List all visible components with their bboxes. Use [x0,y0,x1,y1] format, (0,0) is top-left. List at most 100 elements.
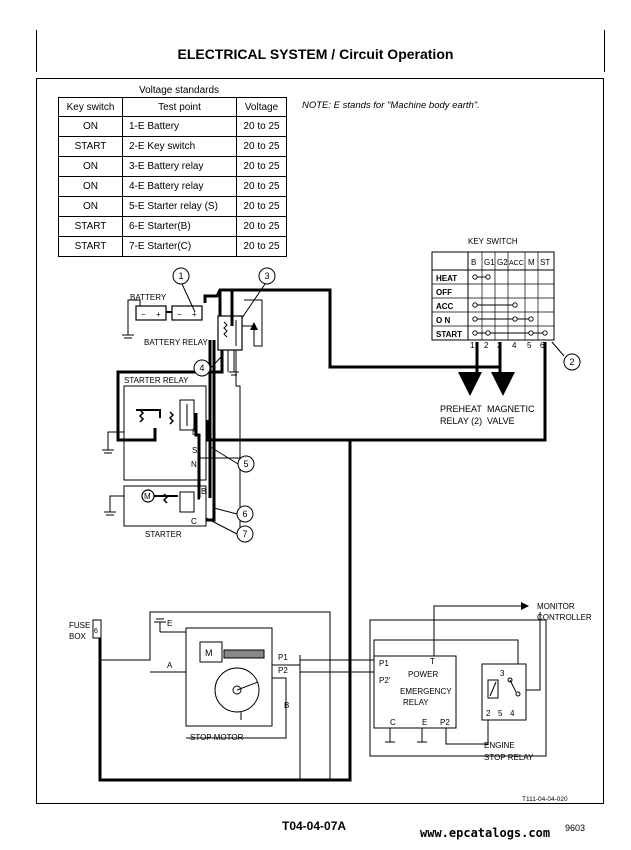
starter-relay-term-s: S [192,446,197,455]
engine-stop-relay [373,612,541,721]
callout-numbers: 1 2 3 4 5 6 7 [178,271,574,539]
magnetic-valve-label-1: MAGNETIC [487,404,535,414]
diagram-frame [36,78,604,804]
figure-reference: T111-04-04-020 [522,796,568,803]
ks-terminal-5: 5 [527,341,532,350]
callout-6 [236,505,254,523]
callout-number-4: 4 [199,363,204,373]
starter-motor-symbol: M [144,492,151,501]
esr-term-4: 4 [510,709,515,718]
starter-relay-label: STARTER RELAY [124,376,189,385]
stop-motor-term-p2: P2 [278,666,288,675]
starter-relay-term-b: B [192,428,197,437]
battery-pos-1: + [156,310,161,319]
emergency-relay-label-1: EMERGENCY [400,687,452,696]
ks-col-acc: ACC [509,260,524,267]
callouts [172,267,581,543]
preheat-relay-label-1: PREHEAT [440,404,482,414]
ks-row-acc: ACC [436,302,454,311]
ks-terminal-1: 1 [470,341,475,350]
cell-voltage: 20 to 25 [236,196,287,217]
key-switch: KEY SWITCH B G1 G2 ACC M ST HEAT OFF ACC… [431,237,555,350]
key-switch-box [431,251,555,341]
page-code: 9603 [565,823,586,833]
fuse-box-label-2: BOX [69,632,87,641]
callout-5 [237,455,255,473]
battery-relay-label: BATTERY RELAY [144,338,209,347]
callout-3 [258,267,276,285]
ks-col-g1: G1 [484,258,495,267]
monitor-controller-label-1: MONITOR [537,602,575,611]
fuse-feed-wire [98,440,352,782]
battery-pos-2: + [192,310,197,319]
cell-voltage: 20 to 25 [236,156,287,177]
stop-motor-term-p1: P1 [278,653,288,662]
ks-row-start: START [436,330,462,339]
note-text: NOTE: E stands for "Machine body earth". [302,100,480,111]
ks-col-b: B [471,258,476,267]
starter: M B C STARTER [104,485,207,539]
emergency-relay-term-p2: P2 [440,718,450,727]
ks-col-st: ST [540,258,550,267]
emergency-relay-term-p1: P1 [379,659,389,668]
battery: BATTERY − + − + [122,293,203,339]
ks-row-heat: HEAT [436,274,457,283]
ks-row-on: O N [436,316,450,325]
fuse-box: FUSE BOX 6 [69,619,102,641]
battery-relay: BATTERY RELAY [144,299,263,376]
fuse-number: 6 [94,628,98,635]
esr-term-5: 5 [498,709,503,718]
emergency-relay-term-e: E [422,718,427,727]
ks-row-off: OFF [436,288,452,297]
stop-motor-label: STOP MOTOR [190,733,244,742]
starter-term-b: B [201,487,206,496]
voltage-table-header: Key switch Test point Voltage [58,97,287,117]
callout-7 [236,525,254,543]
monitor-controller-label-2: CONTROLLER [537,613,592,622]
starter-relay-term-n: N [191,460,197,469]
fuse-box-label-1: FUSE [69,621,90,630]
esr-term-2: 2 [486,709,491,718]
emergency-relay-label-2: RELAY [403,698,429,707]
voltage-table-caption: Voltage standards [138,85,220,96]
callout-4 [193,359,211,377]
emergency-relay-term-t: T [430,657,435,666]
callout-number-1: 1 [178,271,183,281]
battery-neg-1: − [141,310,146,319]
emergency-relay-term-p2prime: P2' [379,676,391,685]
stop-motor-term-a: A [167,661,173,670]
callout-number-3: 3 [264,271,269,281]
callout-number-7: 7 [242,529,247,539]
power-label: POWER [408,670,438,679]
ks-terminal-4: 4 [512,341,517,350]
relay-output-arrows [458,372,515,396]
esr-term-3: 3 [500,669,505,678]
callout-number-5: 5 [243,459,248,469]
stop-motor-term-e: E [167,619,172,628]
right-margin-line [604,30,605,72]
starter-relay: STARTER RELAY B S N [102,376,240,481]
stop-motor-term-b: B [284,701,289,710]
key-switch-title: KEY SWITCH [468,237,518,246]
cell-voltage: 20 to 25 [236,236,287,257]
callout-number-2: 2 [569,357,574,367]
engine-stop-relay-label-2: STOP RELAY [484,753,534,762]
stop-motor-symbol: M [205,648,213,658]
figure-id: T04-04-07A [282,819,347,833]
page-title: ELECTRICAL SYSTEM / Circuit Operation [177,46,454,62]
emergency-relay [300,602,547,757]
stop-motor [100,611,331,780]
ks-terminal-2: 2 [484,341,489,350]
ks-col-m: M [528,258,535,267]
left-margin-line [36,30,37,72]
emergency-relay-term-c: C [390,718,396,727]
watermark-text: www.epcatalogs.com [420,826,551,840]
engine-stop-relay-label-1: ENGINE [484,741,515,750]
starter-term-c: C [191,517,197,526]
battery-label: BATTERY [130,293,167,302]
